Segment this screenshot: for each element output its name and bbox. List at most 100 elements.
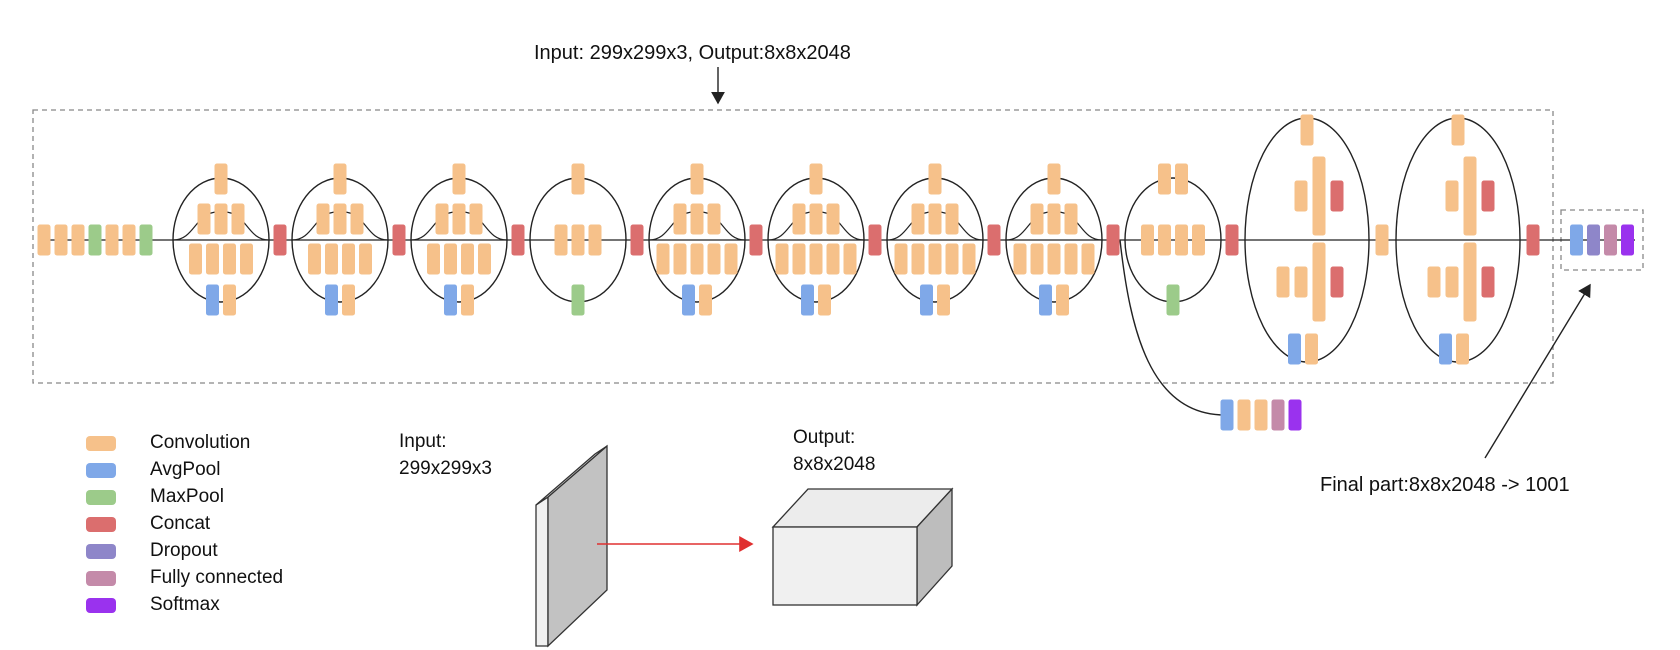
conv-block <box>1056 284 1069 316</box>
convolution-swatch <box>86 435 116 451</box>
conv-block <box>945 203 959 235</box>
conv-block <box>1158 224 1171 256</box>
legend-label: MaxPool <box>150 486 224 507</box>
conv-block <box>1158 163 1171 195</box>
avgpool-block <box>682 284 695 316</box>
legend-label: Softmax <box>150 594 220 615</box>
conv-block <box>359 243 372 275</box>
avgpool-block <box>325 284 338 316</box>
conv-block <box>333 203 347 235</box>
conv-block <box>792 243 806 275</box>
conv-block <box>1312 266 1326 298</box>
softmax-swatch <box>86 597 116 613</box>
conv-block <box>214 163 228 195</box>
conv-block <box>1463 266 1477 298</box>
conv-block <box>928 203 942 235</box>
input-tensor-plate <box>535 444 608 648</box>
conv-block <box>1064 203 1078 235</box>
conv-block <box>809 243 823 275</box>
legend-item-softmax: Softmax <box>86 594 220 616</box>
conv-block <box>588 224 602 256</box>
conv-block <box>1047 163 1061 195</box>
conv-block <box>724 243 738 275</box>
conv-block <box>223 284 236 316</box>
conv-block <box>333 163 347 195</box>
conv-block <box>937 284 950 316</box>
conv-block <box>1312 180 1326 212</box>
concat-block <box>1330 266 1344 298</box>
conv-block <box>1254 399 1268 431</box>
conv-block <box>325 243 338 275</box>
final-part-arrow <box>1484 283 1591 459</box>
conv-block <box>1175 224 1188 256</box>
legend-label: Concat <box>150 513 211 534</box>
output-label-line1: Output: <box>793 427 855 448</box>
conv-block <box>1445 180 1459 212</box>
conv-block <box>673 203 687 235</box>
dropout-block <box>1587 224 1600 256</box>
maxpool-block <box>1166 284 1180 316</box>
legend-item-fully-connected: Fully connected <box>86 567 283 589</box>
conv-block <box>911 203 925 235</box>
conv-block <box>1463 242 1477 274</box>
conv-block <box>945 243 959 275</box>
conv-block <box>1312 156 1326 188</box>
legend-item-concat: Concat <box>86 513 210 535</box>
conv-block <box>1451 114 1465 146</box>
maxpool-block <box>88 224 102 256</box>
softmax-block <box>1621 224 1634 256</box>
conv-block <box>469 203 483 235</box>
conv-block <box>1312 242 1326 274</box>
conv-block <box>554 224 568 256</box>
conv-block <box>37 224 51 256</box>
legend-label: AvgPool <box>150 459 221 480</box>
conv-block <box>350 203 364 235</box>
concat-block <box>987 224 1001 256</box>
concat-block <box>1106 224 1120 256</box>
concat-block <box>511 224 525 256</box>
conv-block <box>656 243 670 275</box>
conv-block <box>1192 224 1205 256</box>
conv-block <box>1463 180 1477 212</box>
conv-block <box>1141 224 1154 256</box>
conv-block <box>452 203 466 235</box>
conv-block <box>826 243 840 275</box>
output-tensor-cube <box>771 487 954 607</box>
conv-block <box>461 243 474 275</box>
conv-block <box>189 243 202 275</box>
conv-block <box>54 224 68 256</box>
avgpool-block <box>801 284 814 316</box>
top-caption: Input: 299x299x3, Output:8x8x2048 <box>534 42 851 64</box>
input-label-line2: 299x299x3 <box>399 458 492 479</box>
concat-block <box>630 224 644 256</box>
legend-item-dropout: Dropout <box>86 540 218 562</box>
conv-block <box>231 203 245 235</box>
maxpool-block <box>139 224 153 256</box>
concat-block <box>1481 180 1495 212</box>
maxpool-block <box>571 284 585 316</box>
concat-block <box>1330 180 1344 212</box>
concat-block <box>749 224 763 256</box>
legend-item-avgpool: AvgPool <box>86 459 220 481</box>
maxpool-swatch <box>86 489 116 505</box>
conv-block <box>342 243 355 275</box>
conv-block <box>122 224 136 256</box>
conv-block <box>435 203 449 235</box>
conv-block <box>911 243 925 275</box>
conv-block <box>928 163 942 195</box>
softmax-block <box>1288 399 1302 431</box>
conv-block <box>444 243 457 275</box>
conv-block <box>707 243 721 275</box>
conv-block <box>1013 243 1027 275</box>
input-label-line1: Input: <box>399 431 447 452</box>
conv-block <box>707 203 721 235</box>
conv-block <box>1276 266 1290 298</box>
conv-block <box>1427 266 1441 298</box>
avgpool-block <box>920 284 933 316</box>
conv-block <box>461 284 474 316</box>
conv-block <box>1463 156 1477 188</box>
conv-block <box>1463 204 1477 236</box>
conv-block <box>71 224 85 256</box>
concat-block <box>1526 224 1540 256</box>
